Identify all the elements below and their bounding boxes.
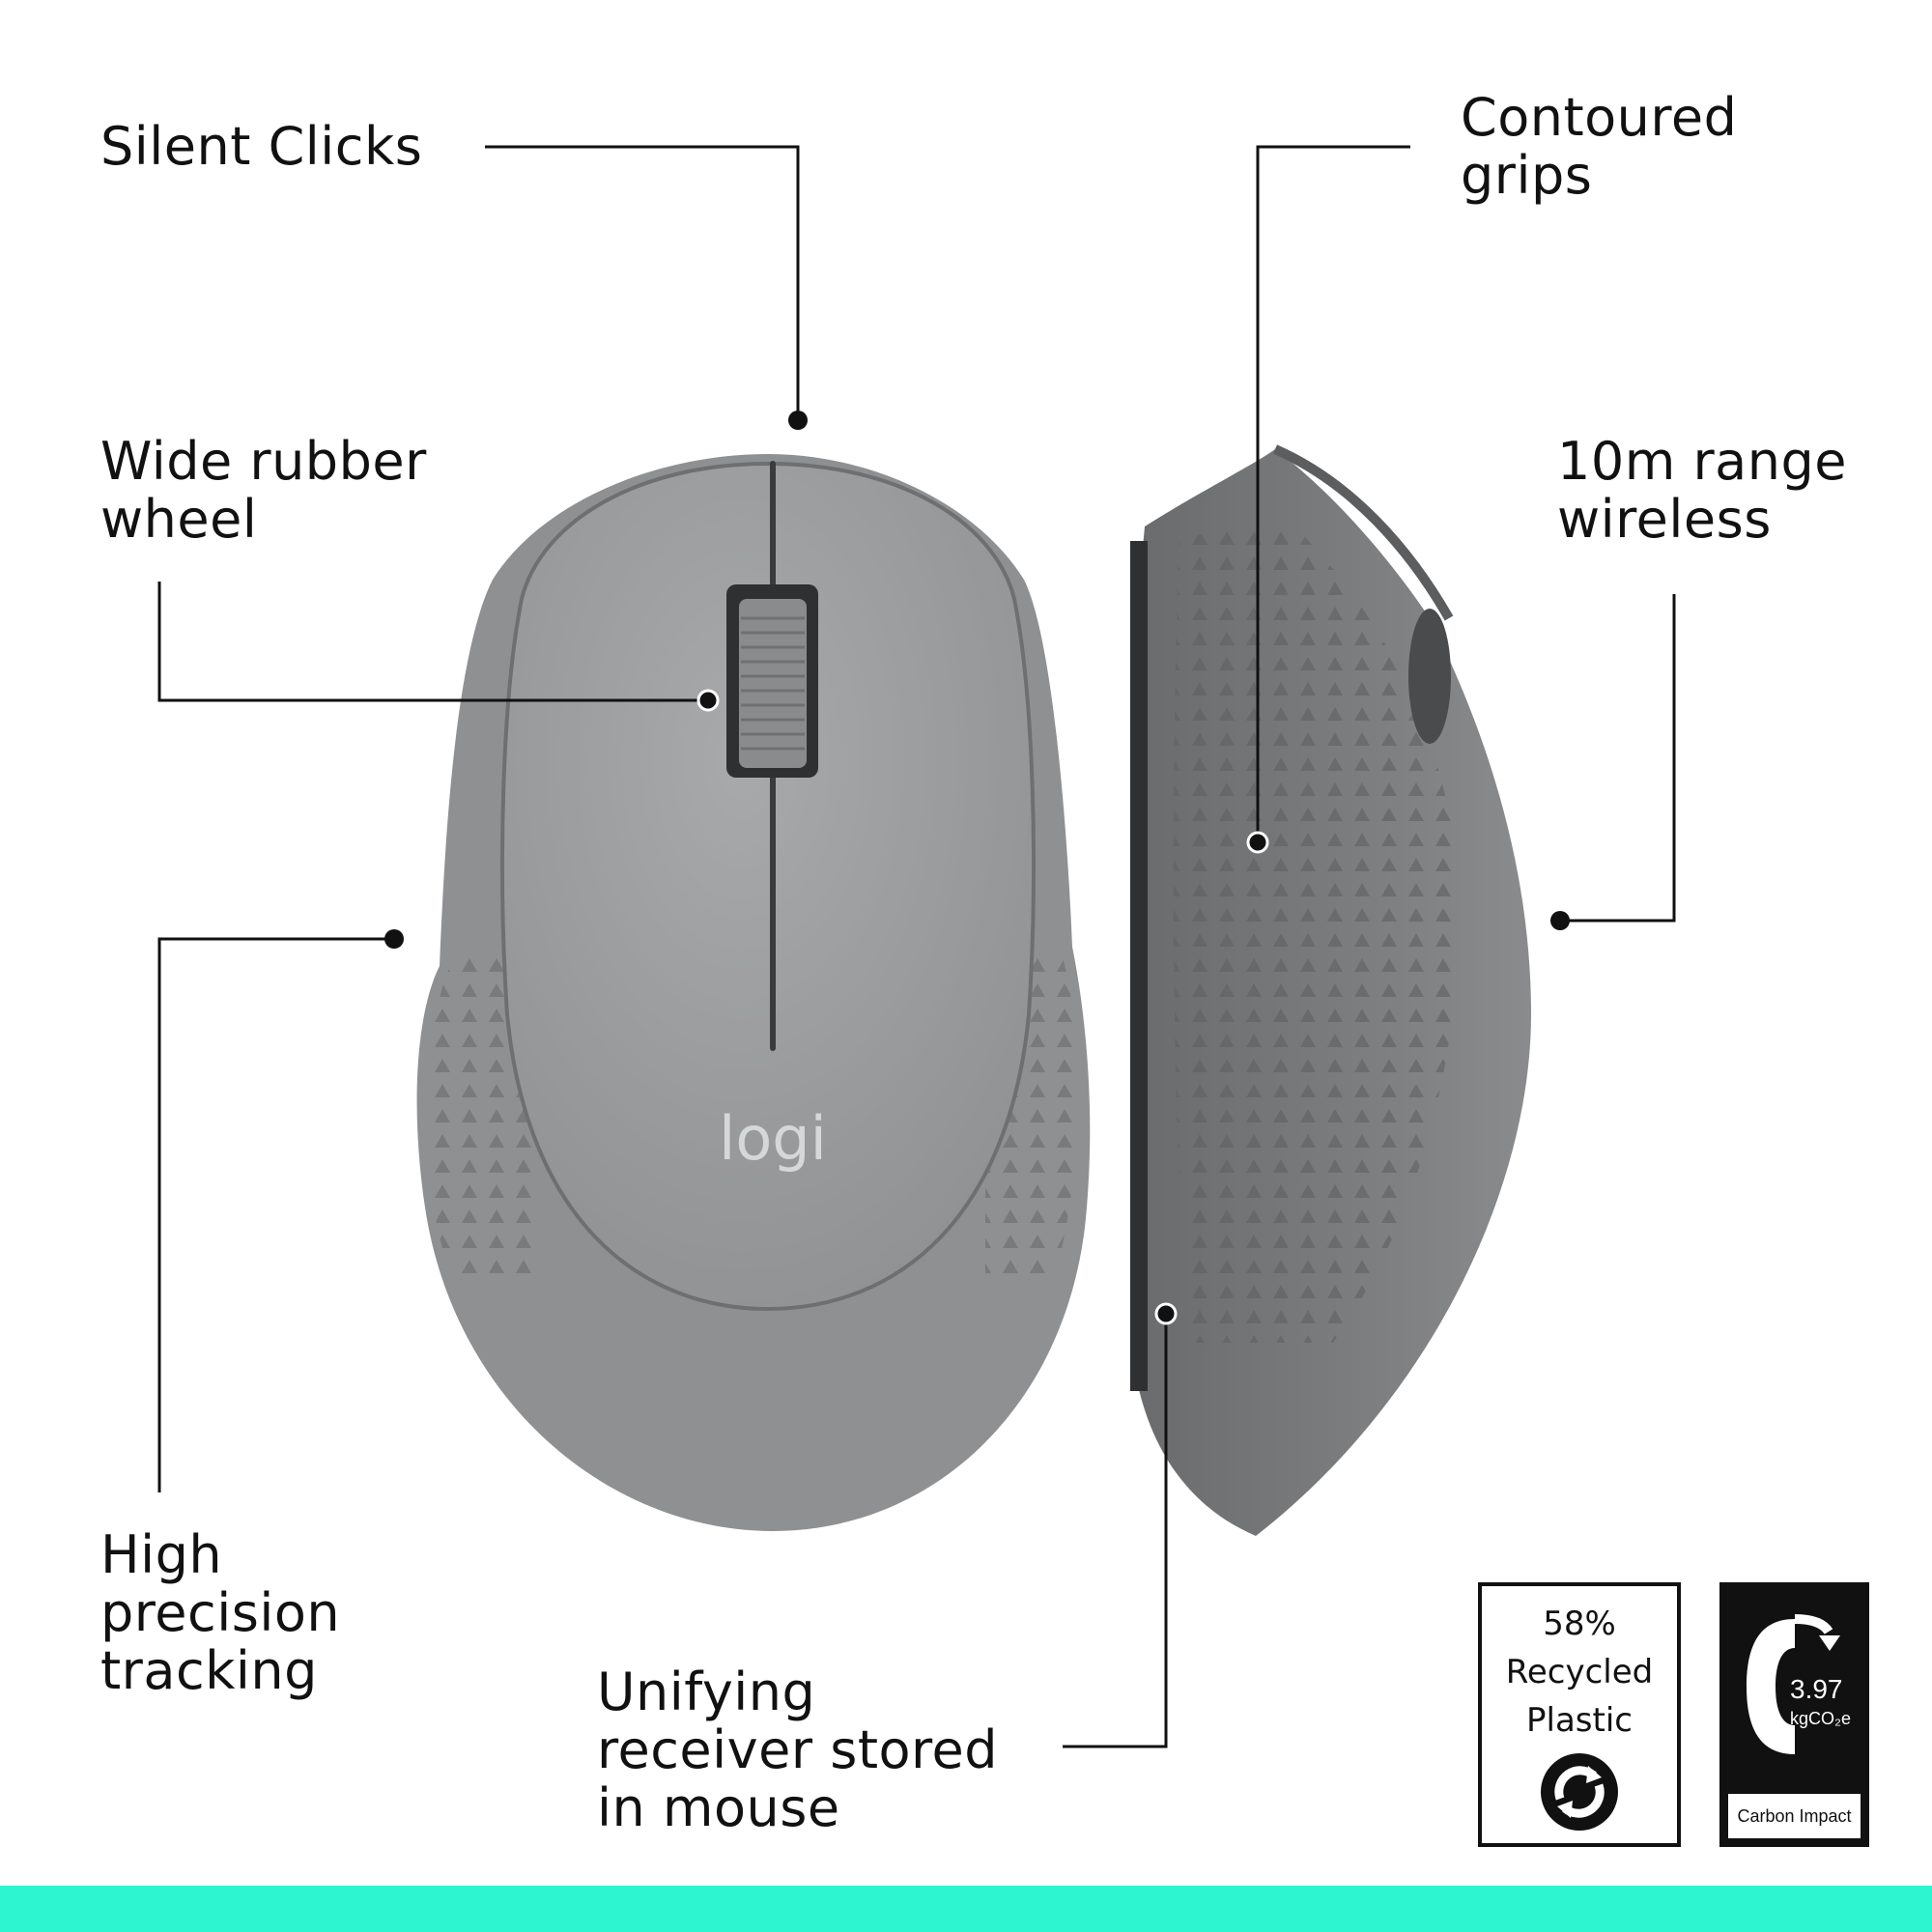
callout-wide-wheel [157, 582, 708, 702]
label-line: precision [100, 1582, 341, 1643]
dot-range [1550, 911, 1570, 930]
label-line: wireless [1557, 489, 1772, 550]
plastic-word: Plastic [1526, 1701, 1633, 1740]
mouse-side-view [1130, 444, 1531, 1536]
accent-bar [0, 1886, 1932, 1932]
label-line: wheel [100, 489, 258, 550]
scroll-wheel [739, 599, 807, 768]
logi-logo: logi [719, 1103, 827, 1174]
side-bottom-strip [1130, 541, 1148, 1391]
callout-receiver [1063, 1314, 1168, 1748]
callout-silent-clicks [485, 145, 800, 420]
mouse-top-shell [500, 461, 1036, 1312]
callout-dots [384, 411, 1570, 1325]
dot-contoured-grips [1246, 831, 1269, 854]
scroll-wheel-ridges [741, 616, 805, 751]
label-line: receiver stored [597, 1719, 999, 1780]
label-wide-wheel: Wide rubber wheel [100, 433, 427, 549]
recycled-word: Recycled [1505, 1653, 1654, 1691]
dot-receiver [1154, 1302, 1178, 1325]
callout-contoured-grips [1256, 145, 1410, 842]
label-line: in mouse [597, 1777, 840, 1838]
carbon-impact-badge: 3.97 kgCO₂e Carbon Impact [1719, 1582, 1869, 1847]
dot-tracking [384, 929, 404, 949]
carbon-c-icon [1747, 1614, 1840, 1754]
carbon-value: 3.97 [1790, 1674, 1843, 1704]
callout-lines [157, 145, 1676, 1748]
carbon-caption: Carbon Impact [1728, 1794, 1861, 1838]
callout-tracking [157, 937, 394, 1492]
dot-wide-wheel [696, 689, 720, 712]
side-grip-pattern [1173, 527, 1460, 1343]
callout-range [1560, 594, 1676, 923]
label-line: Contoured [1461, 87, 1738, 148]
label-line: Unifying [597, 1662, 816, 1722]
carbon-unit: kgCO₂e [1790, 1709, 1852, 1728]
label-line: grips [1461, 145, 1593, 206]
mouse-top-view: logi [416, 454, 1091, 1531]
label-silent-clicks: Silent Clicks [100, 118, 422, 176]
label-range: 10m range wireless [1557, 433, 1847, 549]
recycle-arrows-icon [1541, 1753, 1618, 1831]
recycled-percent: 58% [1543, 1605, 1616, 1643]
label-line: Wide rubber [100, 431, 427, 492]
label-contoured-grips: Contoured grips [1461, 89, 1737, 205]
label-receiver: Unifying receiver stored in mouse [597, 1663, 998, 1837]
recycled-plastic-badge: 58% Recycled Plastic [1478, 1582, 1681, 1847]
label-tracking: High precision tracking [100, 1526, 340, 1700]
label-line: Silent Clicks [100, 116, 423, 177]
side-top-edge [1272, 444, 1454, 621]
label-line: High [100, 1524, 223, 1585]
side-scroll-wheel [1408, 609, 1451, 744]
label-line: tracking [100, 1640, 318, 1701]
dot-silent-clicks [788, 411, 808, 430]
label-line: 10m range [1557, 431, 1847, 492]
